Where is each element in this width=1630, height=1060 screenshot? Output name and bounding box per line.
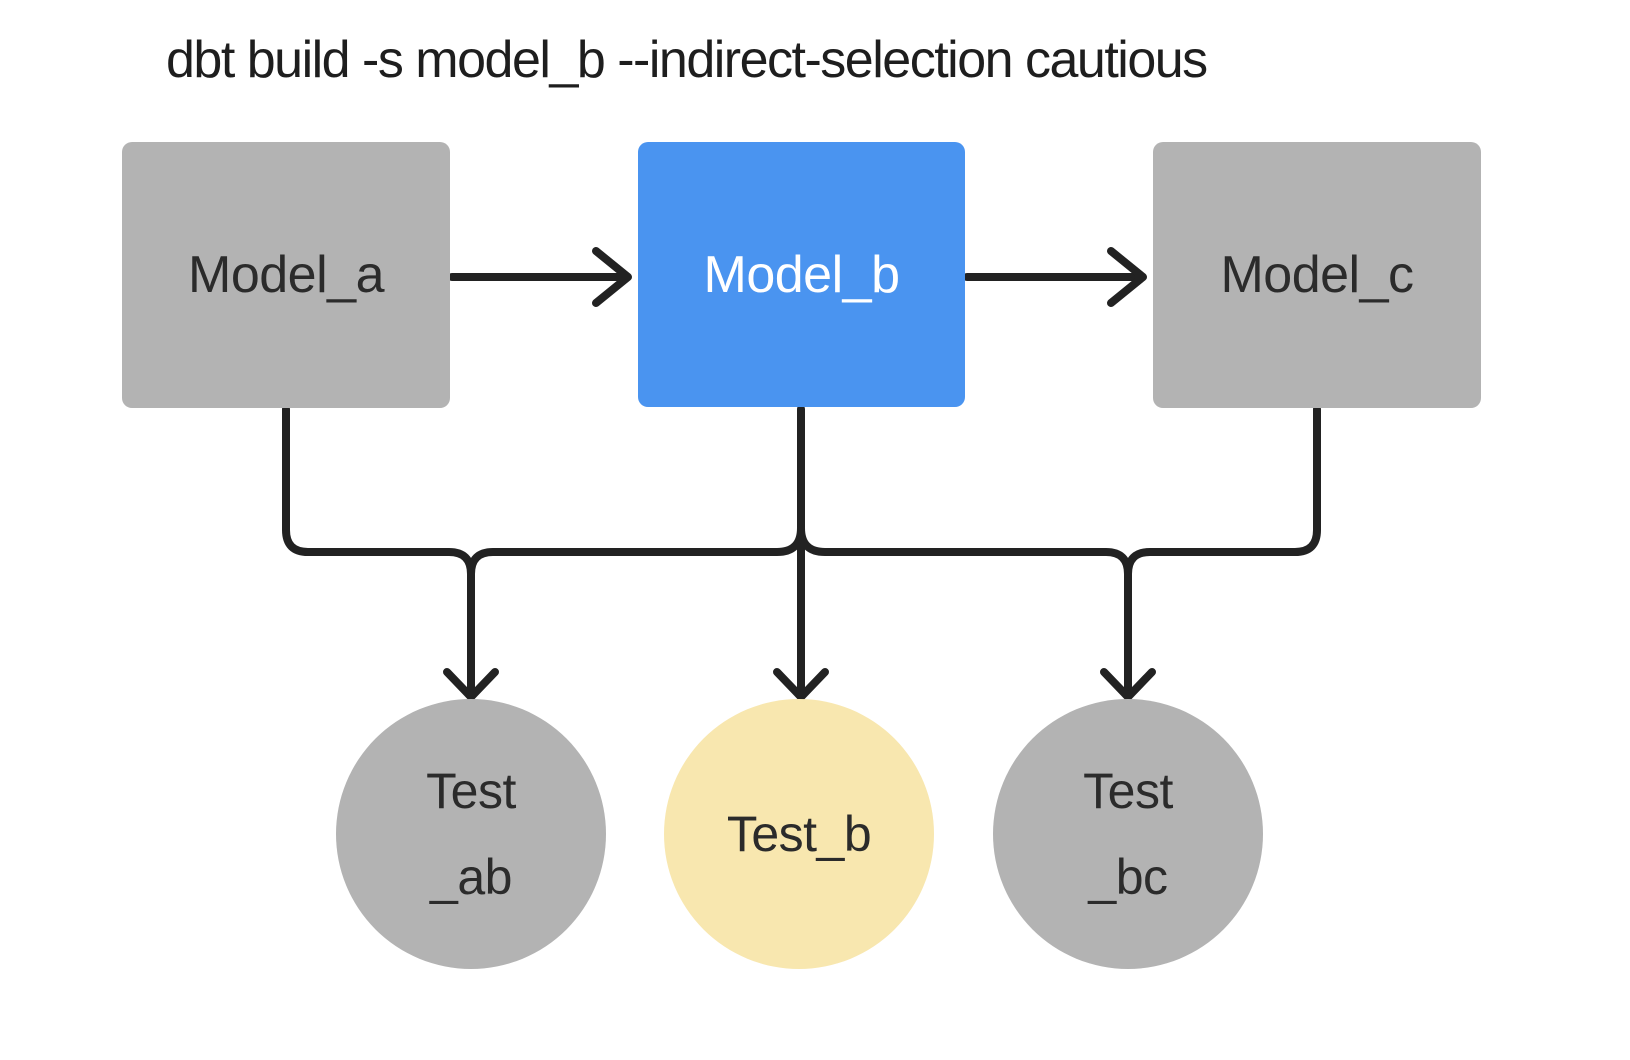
node-model-c[interactable]: Model_c	[1153, 142, 1481, 408]
node-test-b-label: Test_b	[726, 806, 872, 862]
edge-model-c-to-test-bc	[1124, 405, 1321, 578]
edge-model-b-to-test-bc	[797, 524, 1132, 694]
arrowhead-model-c-icon	[1107, 247, 1147, 307]
node-model-a-label: Model_a	[188, 246, 384, 304]
node-test-ab[interactable]: Test _ab	[336, 699, 606, 969]
arrowhead-test-bc-icon	[1100, 668, 1156, 701]
node-model-b[interactable]: Model_b	[638, 142, 965, 407]
node-test-b[interactable]: Test_b	[664, 699, 934, 969]
edge-model-a-to-test-ab	[282, 405, 475, 694]
node-model-a[interactable]: Model_a	[122, 142, 450, 408]
edge-model-b-to-test-ab	[467, 524, 805, 578]
node-model-c-label: Model_c	[1220, 246, 1414, 304]
node-test-bc[interactable]: Test _bc	[993, 699, 1263, 969]
arrowhead-test-b-icon	[773, 668, 829, 701]
diagram-title: dbt build -s model_b --indirect-selectio…	[166, 31, 1208, 89]
node-test-bc-label: Test _bc	[1083, 763, 1173, 905]
arrowhead-model-b-icon	[592, 247, 632, 307]
node-test-ab-label: Test _ab	[426, 763, 516, 905]
arrowhead-test-ab-icon	[443, 668, 499, 701]
node-model-b-label: Model_b	[703, 245, 900, 304]
